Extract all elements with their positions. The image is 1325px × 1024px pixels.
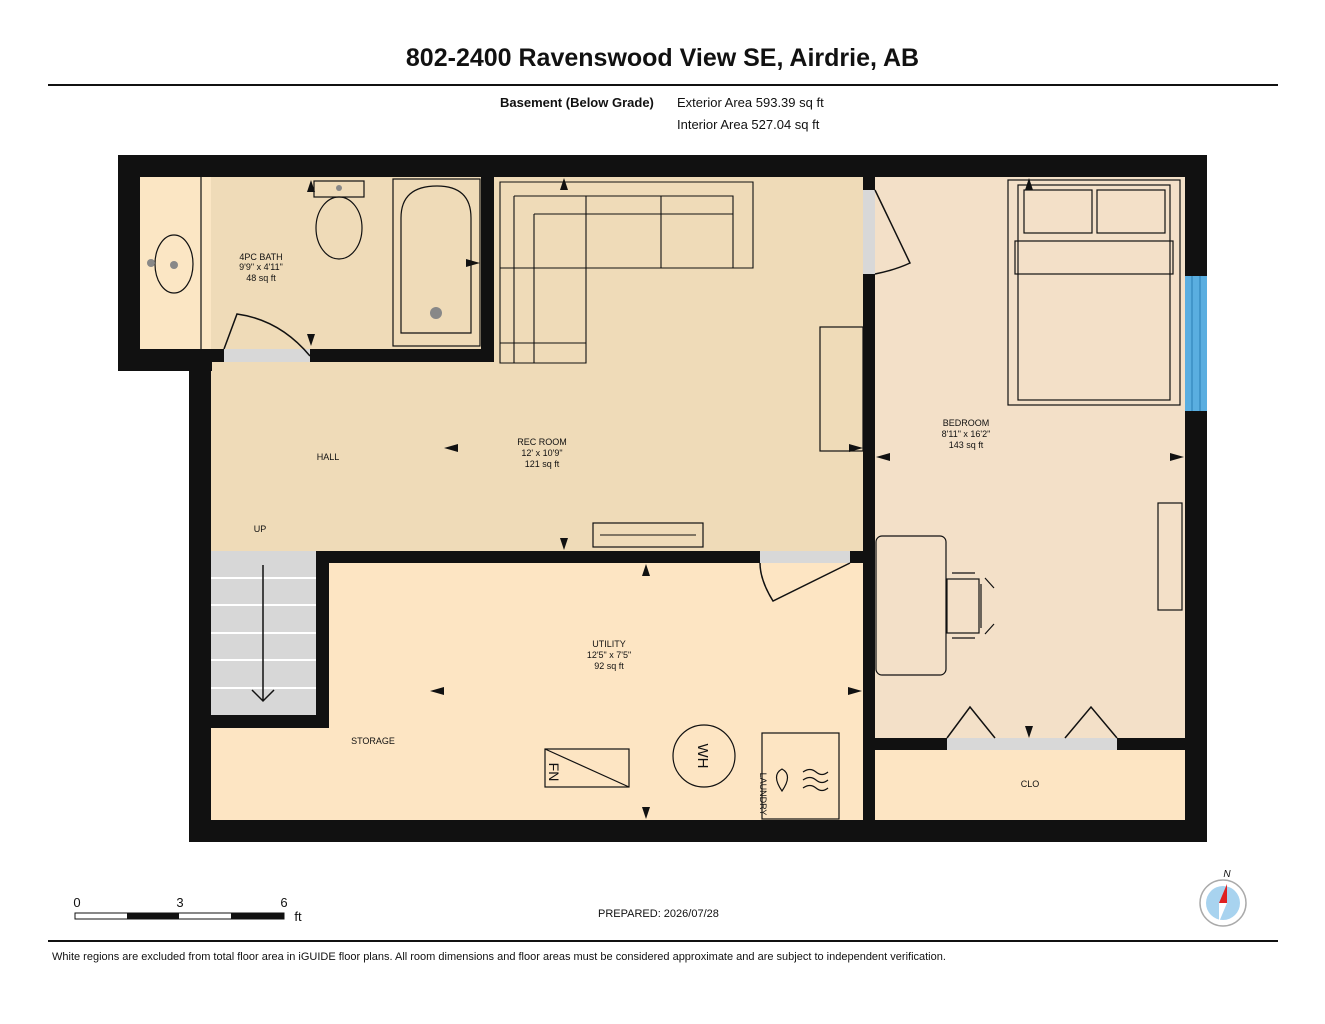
bath-dims: 9'9" x 4'11" <box>239 262 283 272</box>
utility-dims: 12'5" x 7'5" <box>587 650 631 660</box>
title-divider <box>48 84 1278 86</box>
utility-name: UTILITY <box>592 639 626 649</box>
footer-divider <box>48 940 1278 942</box>
stair-direction-arrow <box>251 565 275 703</box>
up-label: UP <box>254 524 267 534</box>
closet-label: CLO <box>1021 779 1040 789</box>
bed <box>1007 179 1181 406</box>
scale-tick-3: 3 <box>176 895 183 910</box>
bedroom-area: 143 sq ft <box>949 440 984 450</box>
closet-door-opening <box>947 738 1117 750</box>
water-heater-label: WH <box>694 744 711 769</box>
compass-icon: N <box>1199 869 1247 927</box>
desk-and-chair <box>875 502 1183 676</box>
hall-label: HALL <box>317 452 340 462</box>
utility-door-opening <box>760 551 850 563</box>
storage-label: STORAGE <box>351 736 395 746</box>
bedroom-dims: 8'11" x 16'2" <box>942 429 991 439</box>
interior-area: Interior Area 527.04 sq ft <box>677 117 820 132</box>
exterior-area: Exterior Area 593.39 sq ft <box>677 95 824 110</box>
laundry-label: LAUNDRY <box>758 773 768 816</box>
bedroom-floor <box>875 177 1185 739</box>
rec-room-name: REC ROOM <box>517 437 567 447</box>
scale-unit: ft <box>294 909 302 924</box>
furnace-label: FN <box>546 763 562 782</box>
level-name: Basement (Below Grade) <box>500 95 654 110</box>
utility-area: 92 sq ft <box>594 661 624 671</box>
tv-stand <box>592 522 704 548</box>
disclaimer: White regions are excluded from total fl… <box>52 951 946 963</box>
door-swings <box>223 189 1118 739</box>
dimension-arrows <box>307 178 1184 819</box>
bath-name: 4PC BATH <box>239 252 282 262</box>
prepared-date: PREPARED: 2026/07/28 <box>598 908 719 920</box>
rec-room-area: 121 sq ft <box>525 459 560 469</box>
bath-door-opening <box>224 349 310 362</box>
bath-area: 48 sq ft <box>246 273 276 283</box>
rec-room-dims: 12' x 10'9" <box>521 448 562 458</box>
page-title: 802-2400 Ravenswood View SE, Airdrie, AB <box>405 44 920 72</box>
rec-room-floor <box>211 177 863 551</box>
bath-fixtures <box>147 177 481 349</box>
scale-bar: 0 3 6 ft <box>73 895 302 924</box>
scale-tick-6: 6 <box>280 895 287 910</box>
closet-floor <box>875 750 1185 820</box>
bedroom-window <box>1185 276 1207 411</box>
rec-room-cabinet <box>819 326 864 452</box>
bedroom-name: BEDROOM <box>943 418 990 428</box>
utility-fixtures <box>544 724 840 820</box>
compass-north-label: N <box>1223 869 1231 880</box>
scale-tick-0: 0 <box>73 895 80 910</box>
sectional-sofa <box>499 181 754 364</box>
walls <box>118 155 1207 842</box>
bedroom-door-opening <box>863 190 875 274</box>
